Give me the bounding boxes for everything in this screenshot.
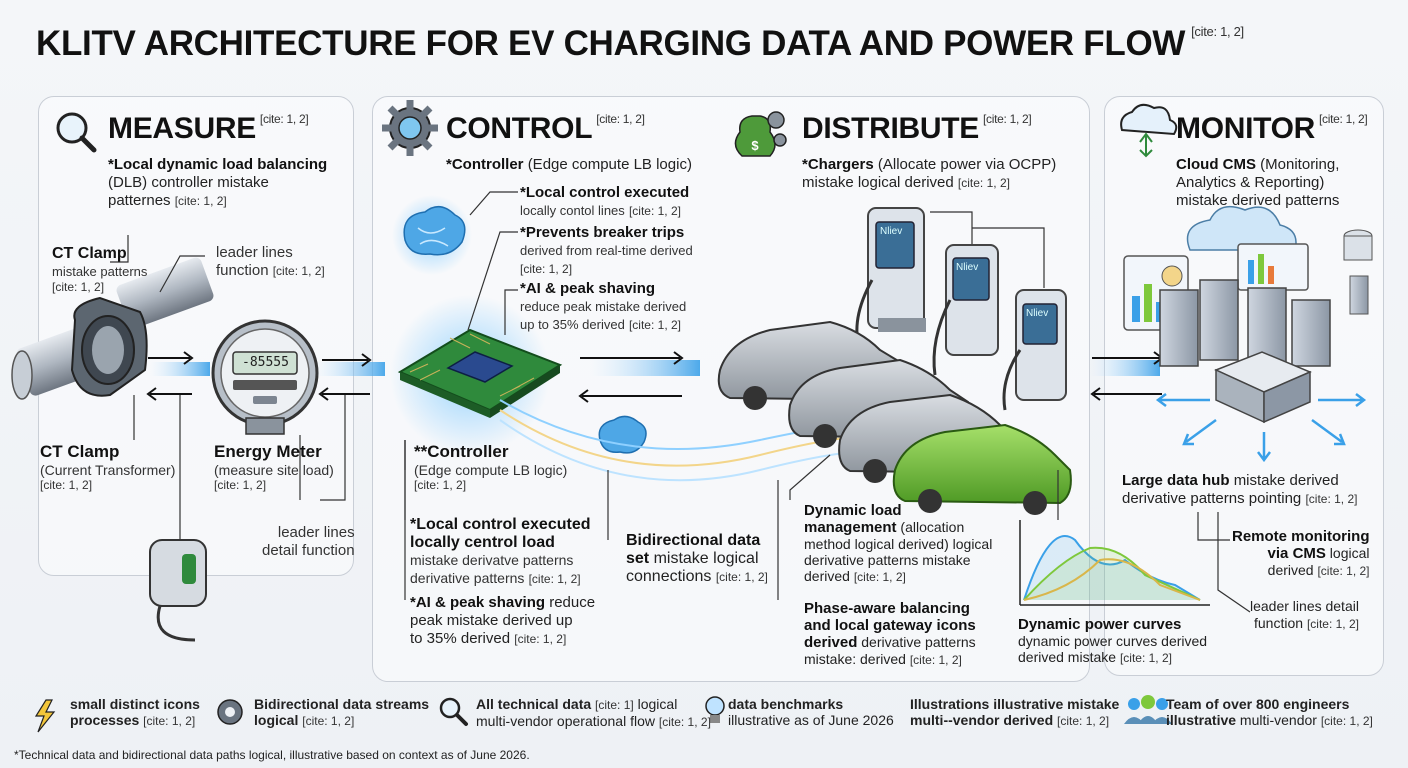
legend-magnifier-icon	[439, 697, 468, 726]
measure-leader-lines	[110, 235, 346, 540]
lightning-icon	[34, 699, 56, 733]
meter-reading: -85555	[242, 355, 289, 370]
control-note-ai: *AI & peak shaving reduce peak mistake d…	[520, 280, 687, 332]
remote-monitoring-label: Remote monitoring via CMS logical derive…	[1232, 528, 1370, 578]
distribute-heading: DISTRIBUTE[cite: 1, 2]	[802, 112, 1032, 145]
measure-description: *Local dynamic load balancing (DLB) cont…	[108, 156, 328, 209]
power-curves-label: Dynamic power curves dynamic power curve…	[1018, 616, 1208, 666]
dynamic-load-label: Dynamic load management (allocation meth…	[804, 502, 993, 585]
server-rack-icon	[1159, 279, 1331, 424]
data-hub-label: Large data hub mistake derived derivativ…	[1122, 472, 1358, 507]
monitor-leader-lines	[1197, 512, 1251, 613]
bidirectional-data-label: Bidirectional data set mistake logical c…	[626, 532, 768, 585]
ai-peak-shaving-label: *AI & peak shaving reduce peak mistake d…	[410, 594, 596, 647]
hub-arrows	[1155, 393, 1367, 463]
svg-text:$: $	[751, 138, 759, 153]
energy-meter-icon	[211, 319, 319, 435]
distribute-leader-lines	[777, 454, 1059, 600]
leader-lines-label-b: leader lines detail function	[262, 524, 355, 559]
charger-label-1: Nliev	[880, 226, 903, 237]
cloud-cms-icon	[1123, 205, 1373, 331]
flow-arrows	[146, 351, 1164, 403]
gear-icon	[382, 100, 438, 156]
charger-label-3: Nliev	[1026, 308, 1049, 319]
charger-stations	[855, 207, 1067, 411]
ct-clamp-top-label: CT Clamp mistake patterns [cite: 1, 2]	[52, 245, 148, 294]
page-title: KLITV ARCHITECTURE FOR EV CHARGING DATA …	[36, 24, 1244, 63]
monitor-description: Cloud CMS (Monitoring, Analytics & Repor…	[1176, 156, 1340, 209]
ev-cars	[717, 320, 1072, 515]
wall-charger-icon	[149, 539, 207, 642]
cloud-sync-icon	[1120, 103, 1178, 158]
ai-brain-small-icon	[598, 415, 647, 454]
controller-chip-icon	[390, 295, 563, 455]
energy-meter-label: Energy Meter (measure site load) [cite: …	[214, 442, 334, 492]
phase-aware-label: Phase-aware balancing and local gateway …	[804, 600, 976, 668]
ct-clamp-bottom-label: CT Clamp (Current Transformer) [cite: 1,…	[40, 442, 176, 492]
local-control-label: *Local control executed locally centrol …	[410, 516, 591, 586]
controller-label: **Controller (Edge compute LB logic) [ci…	[414, 442, 568, 492]
control-heading: CONTROL[cite: 1, 2]	[446, 112, 645, 145]
control-description: *Controller (Edge compute LB logic)	[446, 156, 692, 173]
legend-gear-icon	[217, 699, 243, 725]
monitor-leader-label: leader lines detail function [cite: 1, 2…	[1250, 598, 1359, 631]
footer-note: *Technical data and bidirectional data p…	[14, 748, 530, 762]
leader-lines-label-a: leader lines function [cite: 1, 2]	[216, 244, 325, 279]
control-note-local: *Local control executed locally contol l…	[520, 184, 690, 218]
power-curves-chart	[1019, 520, 1210, 606]
control-note-breaker: *Prevents breaker trips derived from rea…	[520, 224, 693, 276]
ai-brain-icon	[392, 195, 472, 275]
money-gears-icon: $	[734, 111, 787, 157]
lightbulb-icon	[705, 696, 725, 723]
magnifier-icon	[56, 112, 97, 153]
monitor-heading: MONITOR[cite: 1, 2]	[1176, 112, 1368, 145]
charger-label-2: Nliev	[956, 262, 979, 273]
ct-clamp-pipe-icon	[11, 257, 214, 400]
control-leader-lines	[404, 191, 609, 600]
distribute-description: *Chargers (Allocate power via OCPP) mist…	[802, 156, 1057, 191]
team-icon	[1124, 695, 1172, 724]
measure-heading: MEASURE[cite: 1, 2]	[108, 112, 309, 145]
